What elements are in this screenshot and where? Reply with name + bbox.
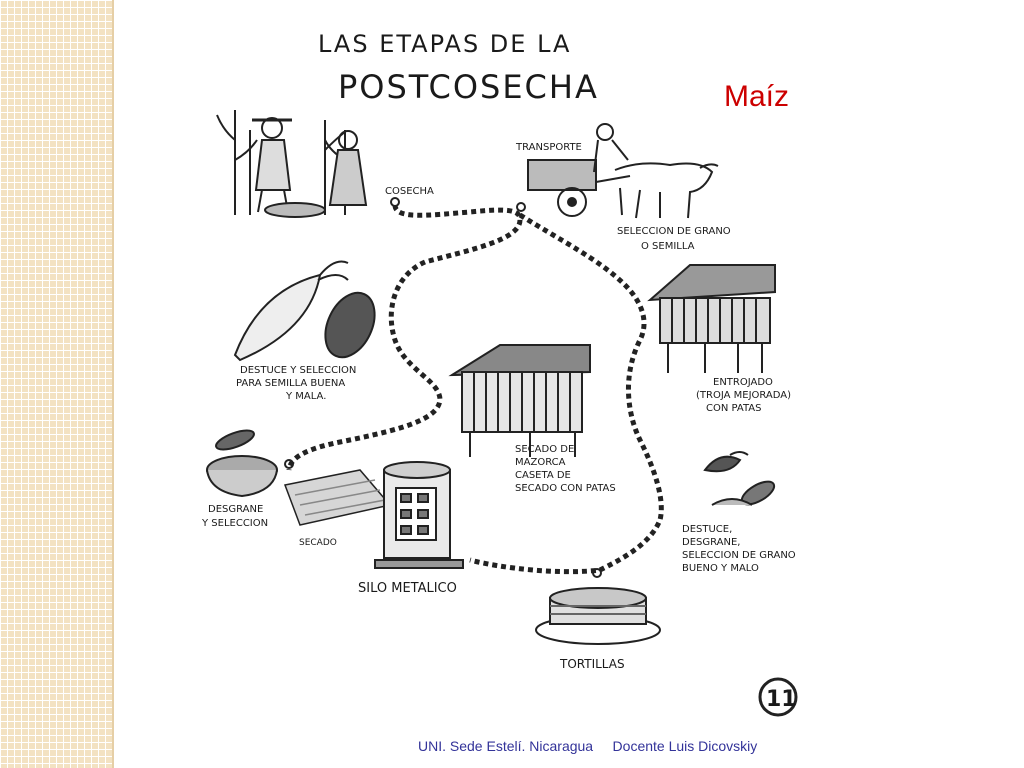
stage-label-entrojado-3: CON PATAS <box>706 403 762 414</box>
stage-label-transporte: TRANSPORTE <box>515 142 582 153</box>
stage-label-secado-mazorca-2: MAZORCA <box>515 457 566 468</box>
transport-illustration <box>527 123 719 219</box>
decorative-side-strip <box>0 0 112 768</box>
stage-label-entrojado-1: ENTROJADO <box>713 377 773 388</box>
page-number: 11 <box>766 687 797 712</box>
secado-tarp-illustration <box>283 469 392 526</box>
stage-label-secado-mazorca-3: CASETA DE <box>515 470 571 481</box>
stage-node-tortillas <box>592 568 602 578</box>
desgrane-illustration <box>206 429 278 498</box>
stage-label-entrojado-2: (TROJA MEJORADA) <box>696 390 791 401</box>
stage-label-seleccion-2: O SEMILLA <box>641 241 695 252</box>
stage-label-destuce2-2: DESGRANE, <box>682 537 740 548</box>
stage-node-desgrane <box>284 459 294 469</box>
selection-illustration <box>703 451 776 506</box>
stage-label-secado-mazorca-4: SECADO CON PATAS <box>515 483 616 494</box>
heading-line1: LAS ETAPAS DE LA <box>318 30 571 58</box>
footer-teacher: Docente Luis Dicovskiy <box>612 738 758 754</box>
stage-label-tortillas: TORTILLAS <box>559 657 625 671</box>
footer: UNI. Sede Estelí. Nicaragua Docente Luis… <box>418 738 757 754</box>
heading-line2: POSTCOSECHA <box>338 68 599 106</box>
stage-label-desgrane-1: DESGRANE <box>208 504 263 515</box>
postharvest-diagram: LAS ETAPAS DE LA POSTCOSECHA COSECHA TRA… <box>201 30 798 717</box>
stages-path <box>286 204 523 471</box>
page-number-circle <box>758 677 798 717</box>
harvest-illustration <box>216 110 368 218</box>
slide-title: Maíz <box>724 80 790 113</box>
stage-label-destuce2-4: BUENO Y MALO <box>682 563 759 574</box>
stage-label-destuce-1: DESTUCE Y SELECCION <box>240 365 356 376</box>
stage-label-secado: SECADO <box>299 538 337 548</box>
stage-node-cosecha <box>390 197 400 207</box>
stage-label-secado-mazorca-1: SECADO DE <box>515 444 574 455</box>
stages-path-right <box>469 212 664 575</box>
corn-destuce-illustration <box>233 260 376 362</box>
stage-node-transporte <box>516 202 526 212</box>
stage-label-destuce2-1: DESTUCE, <box>682 524 732 535</box>
stage-label-seleccion-1: SELECCION DE GRANO <box>617 226 731 237</box>
stage-label-desgrane-2: Y SELECCION <box>201 518 268 529</box>
stage-label-silo: SILO METALICO <box>358 581 457 596</box>
drying-shed-illustration <box>448 344 591 457</box>
stage-label-destuce2-3: SELECCION DE GRANO <box>682 550 796 561</box>
stage-label-destuce-2: PARA SEMILLA BUENA <box>236 378 345 389</box>
silo-illustration <box>374 461 464 569</box>
side-strip-edge <box>112 0 114 768</box>
stage-label-cosecha: COSECHA <box>385 186 434 197</box>
troja-illustration <box>647 264 776 373</box>
stage-label-destuce-3: Y MALA. <box>285 391 326 402</box>
footer-institution: UNI. Sede Estelí. Nicaragua <box>418 738 594 754</box>
tortillas-illustration <box>535 587 661 645</box>
